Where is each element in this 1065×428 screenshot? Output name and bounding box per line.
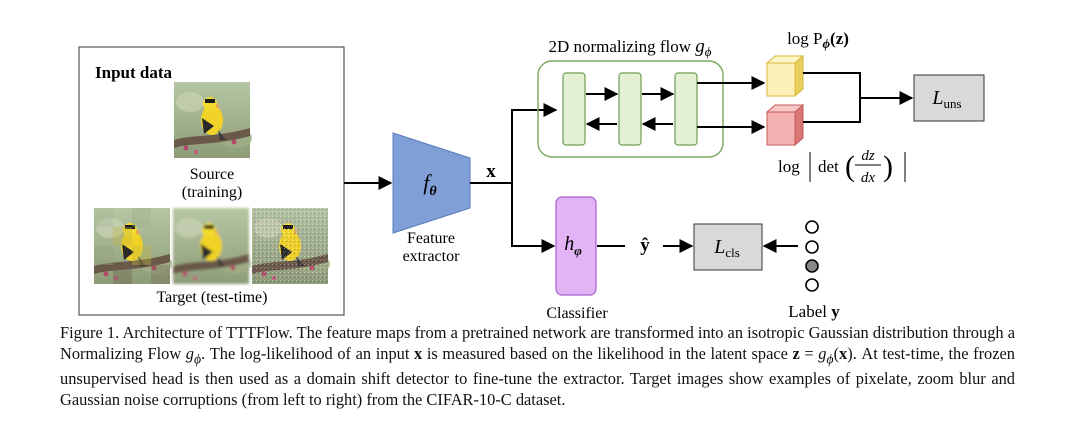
target-image-zoom-blur [173,208,251,284]
extractor-symbol: fθ [423,170,437,199]
flow-block-2 [618,72,642,146]
classifier-block [555,196,597,296]
normalizing-flow-container [537,60,724,158]
log-prob-label: log Pϕ(z) [787,29,849,51]
loss-cls-symbol: Lcls [713,236,740,260]
svg-text:dx: dx [861,170,876,186]
x-to-flow-arrow [511,103,558,183]
input-data-box [78,46,345,316]
figure-caption: Figure 1. Architecture of TTTFlow. The f… [60,323,1015,410]
input-data-title: Input data [95,63,173,82]
x-to-classifier-arrow [511,183,556,253]
latent-cube-yellow [765,54,805,98]
source-label: Source [190,166,234,183]
flow-block-3 [674,72,698,146]
feature-x-symbol: x [486,161,496,182]
log-det-label: log det ( dz dx ) [778,148,906,186]
source-sublabel: (training) [182,184,242,201]
feature-extractor-block [392,132,471,234]
target-image-pixelate [94,208,172,284]
classifier-label: Classifier [546,305,608,322]
svg-text:det: det [818,157,839,176]
prediction-y-hat: ŷ [640,235,650,256]
label-y-text: Label y [788,302,840,321]
flow-block-1 [562,72,586,146]
flow-title: 2D normalizing flow gϕ [548,36,711,59]
classifier-symbol: hφ [564,233,582,258]
loss-uns-symbol: Luns [931,87,961,111]
loss-cls-box [693,223,763,271]
svg-text:): ) [883,150,893,183]
extractor-label-line1: Feature [407,230,455,247]
svg-text:dz: dz [861,148,875,164]
latent-cube-red [765,103,805,147]
svg-text:(: ( [845,150,855,183]
source-image [174,82,252,158]
label-one-hot-dots [805,220,819,292]
loss-uns-box [913,74,985,122]
target-label: Target (test-time) [157,289,268,306]
target-image-gaussian-noise [252,208,330,284]
extractor-label-line2: extractor [403,248,461,265]
svg-text:log: log [778,157,800,176]
